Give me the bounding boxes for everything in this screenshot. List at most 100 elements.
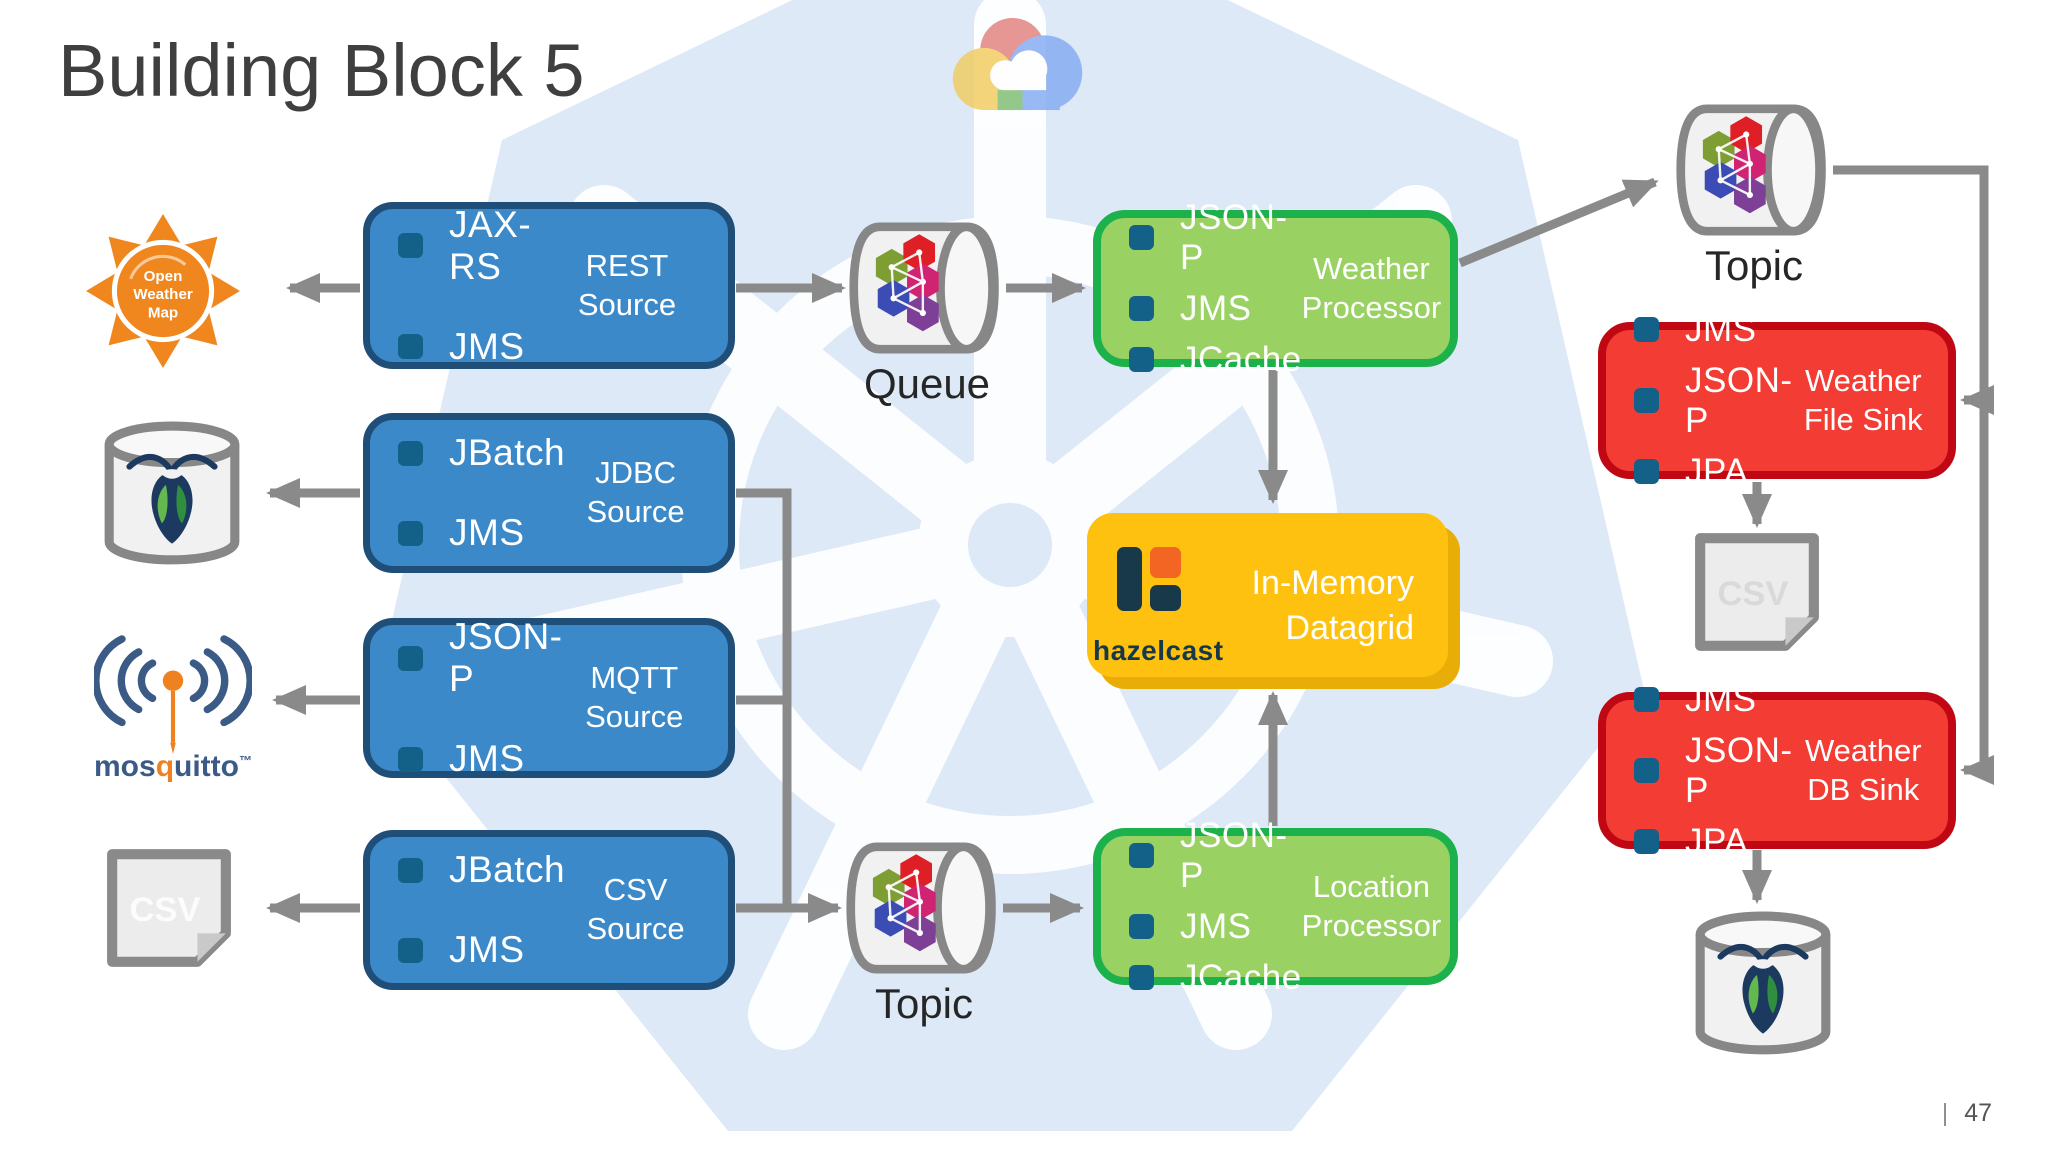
mosquitto-word-q: q (155, 750, 175, 783)
label-line: CSV (603, 872, 668, 908)
db-sink-label: Weather DB Sink (1793, 732, 1949, 810)
bullet-icon (398, 645, 423, 671)
google-cloud-logo (952, 17, 1083, 111)
api-label: JPA (1685, 821, 1749, 861)
owm-text-line1: Open (144, 268, 183, 285)
weather-processor-box: JSON-P JMS JCache Weather Processor (1093, 198, 1458, 379)
api-label: JMS (1685, 679, 1757, 719)
api-label: JBatch (449, 849, 566, 890)
label-line: Source (586, 494, 685, 529)
weather-processor-label: Weather Processor (1302, 250, 1456, 328)
bullet-icon (1634, 687, 1659, 712)
mosquitto-word-post: uitto (174, 750, 239, 783)
bullet-icon (398, 233, 423, 258)
label-line: Datagrid (1285, 608, 1414, 647)
label-line: Weather (1804, 362, 1922, 398)
api-item: JCache (1129, 340, 1302, 380)
api-label: JMS (449, 325, 525, 367)
location-processor-apis: JSON-P JMS JCache (1101, 816, 1302, 998)
api-item: JSON-P (1129, 198, 1302, 278)
api-item: JMS (398, 738, 563, 780)
label-line: DB Sink (1807, 771, 1920, 807)
file-sink-label: Weather File Sink (1793, 362, 1949, 440)
label-line: Source (577, 286, 677, 322)
hazelcast-box: hazelcast In-Memory Datagrid (1087, 513, 1448, 677)
api-label: JMS (449, 738, 525, 779)
jdbc-source-apis: JBatch JMS (370, 432, 565, 554)
trademark-symbol: ™ (238, 753, 252, 768)
mqtt-source-apis: JSON-P JMS (370, 616, 563, 780)
label-line: In-Memory (1251, 564, 1414, 602)
label-line: REST (585, 247, 669, 283)
api-label: JSON-P (1180, 197, 1288, 277)
bullet-icon (398, 857, 423, 883)
api-item: JSON-P (1634, 731, 1793, 811)
api-label: JSON-P (1180, 815, 1288, 895)
owm-text-line2: Weather (133, 286, 193, 303)
api-label: JBatch (449, 432, 566, 473)
api-label: JMS (1685, 309, 1757, 349)
jdbc-source-box: JBatch JMS JDBC Source (363, 413, 735, 573)
mqtt-source-label: MQTT Source (563, 659, 729, 737)
api-item: JSON-P (1129, 816, 1302, 896)
mosquitto-word-pre: mos (94, 750, 156, 783)
db-sink-apis: JMS JSON-P JPA (1606, 680, 1793, 862)
api-item: JMS (1634, 310, 1793, 350)
api-label: JSON-P (1685, 730, 1793, 810)
api-label: JMS (449, 929, 525, 970)
api-label: JMS (1180, 906, 1252, 946)
hazelcast-wordmark: hazelcast (1093, 635, 1224, 666)
source-database-icon (104, 421, 240, 565)
api-item: JMS (398, 512, 565, 554)
mosquitto-wings-icon (94, 635, 252, 754)
queue-label: Queue (863, 360, 991, 407)
mqtt-source-box: JSON-P JMS MQTT Source (363, 616, 735, 780)
rest-source-apis: JAX-RS JMS (370, 204, 548, 368)
label-line: Source (586, 911, 685, 946)
bullet-icon (398, 440, 423, 466)
rest-source-label: REST Source (548, 247, 728, 325)
api-label: JCache (1180, 339, 1302, 379)
api-item: JMS (398, 326, 548, 368)
topic-top-label: Topic (1704, 242, 1804, 289)
bullet-icon (1129, 914, 1154, 939)
api-item: JMS (398, 929, 565, 971)
bullet-icon (1634, 459, 1659, 484)
api-item: JCache (1129, 958, 1302, 998)
bullet-icon (398, 520, 423, 546)
bullet-icon (1129, 347, 1154, 372)
jdbc-source-label: JDBC Source (565, 454, 728, 532)
api-label: JMS (1180, 288, 1252, 328)
topic-bottom-label: Topic (874, 980, 974, 1027)
file-sink-apis: JMS JSON-P JPA (1606, 310, 1793, 492)
label-line: Weather (1804, 732, 1922, 768)
label-line: Location (1312, 868, 1431, 904)
sink-csv-file-icon: CSV (1695, 533, 1819, 651)
bug-logo (1717, 943, 1809, 1034)
api-item: JMS (1129, 289, 1302, 329)
api-item: JMS (1634, 680, 1793, 720)
topic-top-cylinder: Topic (1674, 100, 1834, 290)
label-line: MQTT (590, 660, 679, 696)
location-processor-label: Location Processor (1302, 868, 1456, 946)
openweathermap-icon: Open Weather Map (86, 214, 240, 368)
rest-source-box: JAX-RS JMS REST Source (363, 202, 735, 369)
page-number: |47 (1942, 1099, 1992, 1128)
api-label: JSON-P (1685, 360, 1793, 440)
topic-bottom-cylinder: Topic (844, 838, 1004, 1028)
mosquitto-icon: mosquitto™ (94, 626, 252, 784)
bug-logo (126, 453, 218, 544)
api-label: JAX-RS (449, 203, 532, 287)
label-line: Processor (1301, 289, 1442, 325)
bullet-icon (1634, 388, 1659, 413)
bullet-icon (1129, 965, 1154, 990)
weather-processor-apis: JSON-P JMS JCache (1101, 198, 1302, 380)
weather-db-sink-box: JMS JSON-P JPA Weather DB Sink (1598, 680, 1956, 861)
hazelcast-logo-icon (1117, 547, 1181, 611)
queue-cylinder: Queue (847, 218, 1007, 408)
api-item: JPA (1634, 822, 1793, 862)
csv-source-box: JBatch JMS CSV Source (363, 830, 735, 990)
csv-right-label: CSV (1717, 575, 1788, 613)
